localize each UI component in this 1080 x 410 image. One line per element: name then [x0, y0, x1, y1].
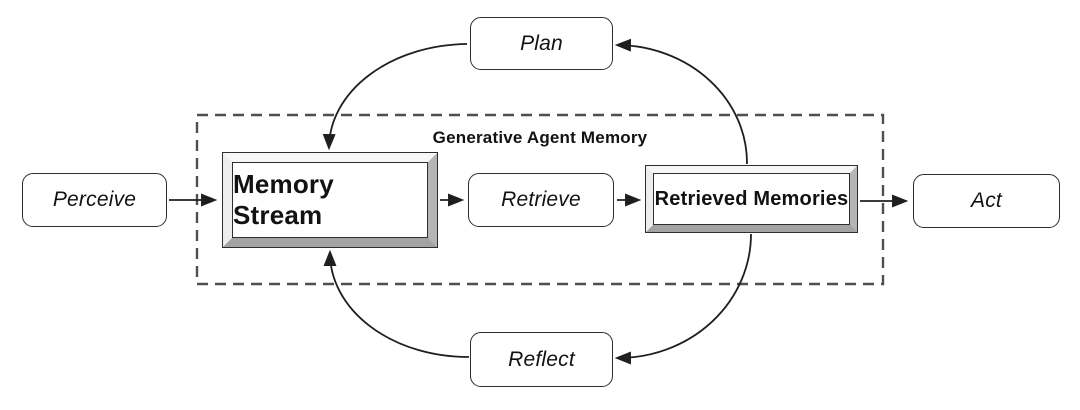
- memory-stream-bevel-frame: Memory Stream: [223, 153, 437, 247]
- node-retrieved-memories-label: Retrieved Memories: [654, 187, 849, 210]
- edge-reflect-to-memory-stream: [323, 249, 470, 358]
- node-retrieve: Retrieve: [468, 173, 614, 227]
- node-perceive-label: Perceive: [52, 188, 137, 211]
- memory-boundary-label: Generative Agent Memory: [432, 128, 648, 147]
- node-perceive: Perceive: [22, 173, 167, 227]
- edge-plan-to-memory-stream: [322, 43, 468, 151]
- node-plan-label: Plan: [520, 31, 563, 55]
- node-retrieve-label: Retrieve: [501, 188, 581, 211]
- node-memory-stream-label: Memory Stream: [233, 169, 334, 230]
- edge-retrieved-memories-to-reflect: [614, 233, 752, 365]
- node-reflect: Reflect: [470, 332, 613, 387]
- node-reflect-label: Reflect: [508, 347, 575, 371]
- retrieved-memories-inner: Retrieved Memories: [653, 173, 850, 225]
- node-act-label: Act: [971, 189, 1002, 212]
- memory-stream-inner: Memory Stream: [232, 162, 428, 238]
- edge-retrieved-memories-to-plan: [614, 38, 748, 165]
- node-memory-stream: Memory Stream: [222, 152, 438, 248]
- node-retrieved-memories: Retrieved Memories: [645, 165, 858, 233]
- node-plan: Plan: [470, 17, 613, 70]
- node-act: Act: [913, 174, 1060, 228]
- retrieved-memories-bevel-frame: Retrieved Memories: [646, 166, 857, 232]
